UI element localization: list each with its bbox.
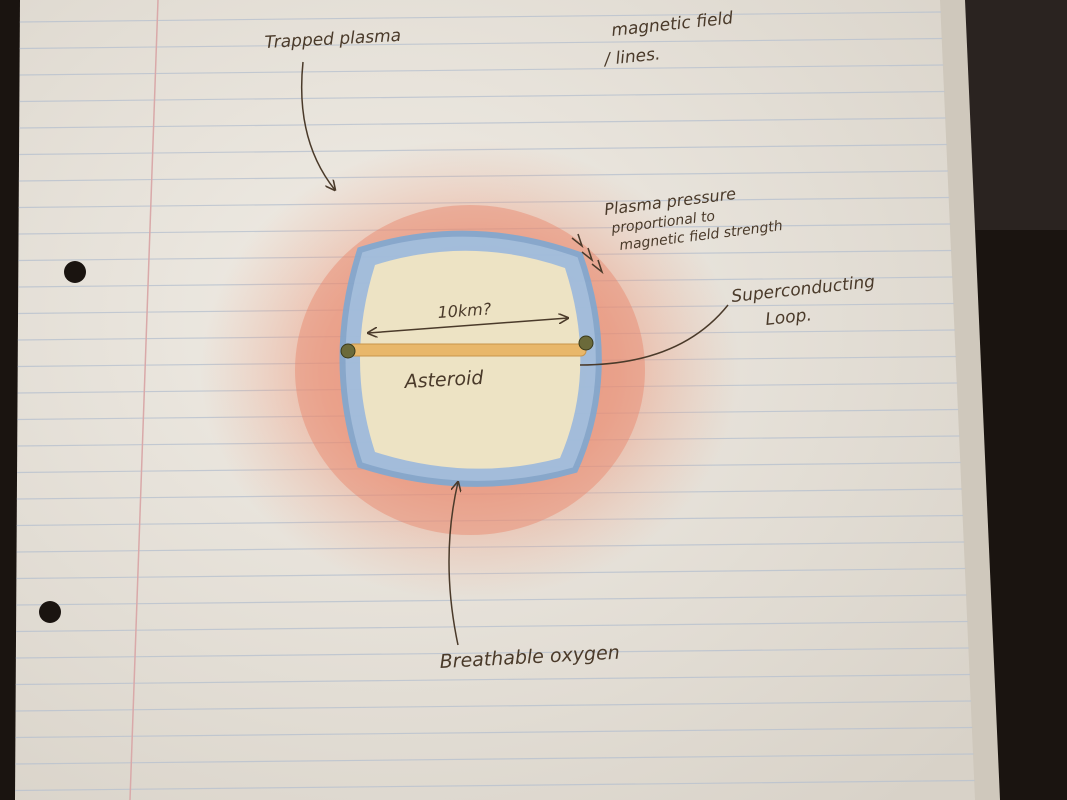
punch-hole-bottom xyxy=(39,601,61,623)
ruled-line xyxy=(19,37,943,50)
asteroid-body xyxy=(360,250,581,469)
oxygen-pointer-arrow xyxy=(448,482,458,646)
margin-line xyxy=(129,0,159,800)
pressure-arrows xyxy=(571,233,604,275)
ruled-line xyxy=(15,647,969,659)
ruled-line xyxy=(19,64,944,76)
label-diameter: 10km? xyxy=(437,299,492,322)
ruled-line xyxy=(19,90,945,103)
ruled-line xyxy=(15,779,975,792)
label-asteroid: Asteroid xyxy=(402,367,485,393)
label-loop-2: Loop. xyxy=(764,305,812,330)
ruled-line xyxy=(16,594,967,606)
loop-leader-line xyxy=(579,304,729,366)
plasma-pointer-arrow xyxy=(300,61,335,190)
ruled-line xyxy=(19,11,941,23)
ruled-line xyxy=(15,753,974,765)
ruled-line xyxy=(15,673,970,686)
diameter-arrow xyxy=(368,318,568,333)
ruled-line xyxy=(15,700,972,712)
ruled-line xyxy=(19,117,946,129)
punch-hole-top xyxy=(64,261,86,283)
ruled-line xyxy=(16,620,968,633)
loop-node-left xyxy=(340,343,356,359)
superconducting-loop-bar xyxy=(347,343,587,357)
loop-node-right xyxy=(578,335,594,351)
ruled-line xyxy=(15,726,973,739)
